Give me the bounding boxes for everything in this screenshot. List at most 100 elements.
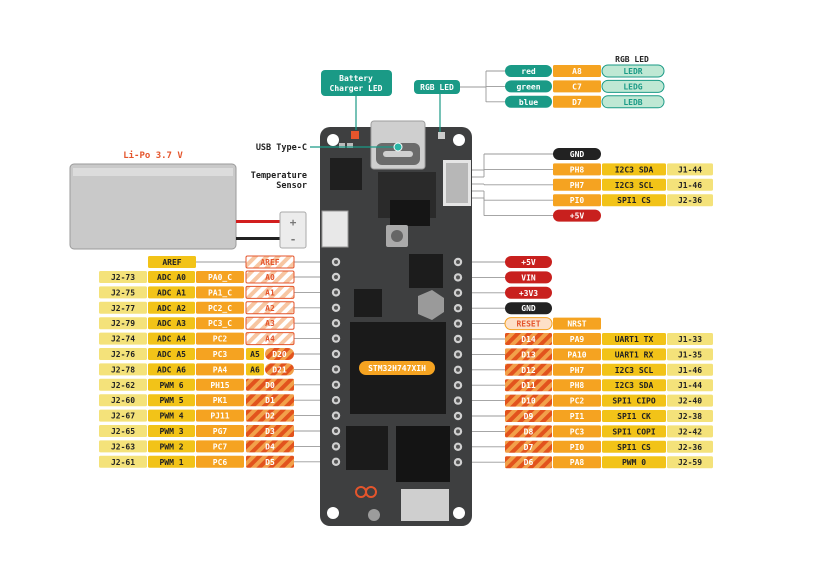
left-pin-2: A2 [245, 301, 295, 315]
right-pin-2-text: D12 [521, 366, 536, 375]
right-pin-3: D11 [505, 379, 552, 392]
battery-charger-led-callout: Battery Charger LED [321, 70, 392, 130]
aref-pin-text: AREF [260, 258, 279, 267]
left-pin-10: D3 [246, 425, 294, 437]
left-pin-11: D4 [246, 440, 294, 453]
left-pin-8-text: D1 [265, 396, 275, 405]
left-func-11: PWM 2 [148, 440, 195, 453]
rgb-color-2-text: blue [519, 98, 538, 107]
right-pin-4: D10 [505, 394, 552, 407]
left-port-7: PH15 [196, 378, 244, 391]
left-conn-5-text: J2-76 [111, 350, 135, 359]
right-conn-4: J2-40 [667, 394, 713, 407]
top-power-0: GND [553, 148, 601, 160]
left-port-10: PG7 [196, 425, 244, 437]
right-port-6: PC3 [553, 425, 601, 438]
top-func-1: I2C3 SDA [602, 163, 666, 176]
left-conn-6-text: J2-78 [111, 365, 135, 374]
right-func-5-text: SPI1 CK [617, 412, 651, 421]
right-conn-6-text: J2-42 [678, 427, 702, 436]
left-port-2-text: PC2_C [208, 304, 232, 313]
rgb-color-0-text: red [521, 67, 536, 76]
left-conn-3-text: J2-79 [111, 319, 135, 328]
rgb-led-2: LEDB [601, 95, 665, 109]
top-func-1-text: I2C3 SDA [615, 165, 654, 174]
rgb-color-2: blue [505, 95, 552, 108]
left-func-5-text: ADC A5 [157, 350, 186, 359]
right-power-2: +3V3 [505, 286, 552, 299]
left-pin-12: D5 [246, 455, 294, 468]
left-func-5: ADC A5 [148, 348, 195, 360]
left-func-8: PWM 5 [148, 394, 195, 407]
left-conn-8-text: J2-60 [111, 396, 135, 405]
right-pin-8-text: D6 [524, 458, 534, 467]
right-conn-5-text: J2-38 [678, 412, 702, 421]
right-conn-4-text: J2-40 [678, 397, 702, 406]
left-port-11: PC7 [196, 440, 244, 453]
left-conn-9: J2-67 [99, 409, 147, 422]
left-conn-0: J2-73 [99, 271, 147, 283]
right-func-4-text: SPI1 CIPO [612, 397, 656, 406]
left-conn-7: J2-62 [99, 378, 147, 391]
left-func-7-text: PWM 6 [159, 381, 183, 390]
left-func-9: PWM 4 [148, 409, 195, 422]
rgb-color-0: red [505, 65, 552, 77]
right-conn-3-text: J1-44 [678, 381, 702, 390]
left-pin-7-text: D0 [265, 381, 275, 390]
top-func-2: I2C3 SCL [602, 178, 666, 191]
right-pin-8: D6 [505, 456, 552, 469]
left-func-8-text: PWM 5 [159, 396, 183, 405]
right-func-3: I2C3 SDA [602, 379, 666, 392]
right-func-2-text: I2C3 SCL [615, 366, 654, 375]
lipo-label: Li-Po 3.7 V [123, 150, 183, 161]
right-port-7-text: PI0 [570, 443, 585, 452]
left-func-12-text: PWM 1 [159, 458, 183, 467]
left-func-0: ADC A0 [148, 271, 195, 283]
left-conn-10: J2-65 [99, 425, 147, 437]
right-power-3: GND [505, 302, 552, 315]
left-port-5: PC3 [196, 348, 244, 360]
right-func-1: UART1 RX [602, 348, 666, 361]
left-pin-3: A3 [245, 316, 295, 330]
rgb-port-1-text: C7 [572, 82, 582, 91]
top-func-2-text: I2C3 SCL [615, 181, 654, 190]
left-port-0-text: PA0_C [208, 273, 232, 282]
left-conn-4: J2-74 [99, 332, 147, 345]
left-pin-7: D0 [246, 378, 294, 391]
reset-port: NRST [553, 317, 601, 330]
right-func-6-text: SPI1 COPI [612, 427, 656, 436]
right-conn-8: J2-59 [667, 456, 713, 469]
right-power-0-text: +5V [521, 258, 536, 267]
left-func-4: ADC A4 [148, 332, 195, 345]
left-pin-1: A1 [245, 285, 295, 299]
left-port-10-text: PG7 [213, 427, 228, 436]
left-func-6-text: ADC A6 [157, 365, 186, 374]
left-conn-8: J2-60 [99, 394, 147, 407]
right-func-8-text: PWM 0 [622, 458, 646, 467]
right-pin-0: D14 [505, 333, 552, 345]
rgb-led-header: RGB LED [615, 55, 649, 64]
left-pin-0-text: A0 [265, 273, 275, 282]
right-conn-1: J1-35 [667, 348, 713, 361]
left-func-0-text: ADC A0 [157, 273, 186, 282]
right-pin-1-text: D13 [521, 350, 536, 359]
right-pin-5-text: D9 [524, 412, 534, 421]
rgb-led-1: LEDG [601, 79, 665, 93]
left-conn-9-text: J2-67 [111, 412, 135, 421]
left-pin-3-text: A3 [265, 319, 275, 328]
right-port-5-text: PI1 [570, 412, 585, 421]
top-port-2: PH7 [553, 178, 601, 191]
right-port-2: PH7 [553, 363, 601, 376]
right-pin-7: D7 [505, 440, 552, 453]
left-pin-6-text: D21 [272, 365, 287, 374]
right-func-0-text: UART1 TX [615, 335, 654, 344]
right-port-3: PH8 [553, 379, 601, 392]
left-func-1-text: ADC A1 [157, 288, 186, 297]
left-port-5-text: PC3 [213, 350, 228, 359]
rgb-port-0: A8 [553, 65, 601, 77]
left-port-4: PC2 [196, 332, 244, 345]
aref-pin: AREF [245, 255, 295, 269]
rgb-port-2: D7 [553, 95, 601, 108]
pin-holes [331, 257, 463, 467]
right-port-8: PA8 [553, 456, 601, 469]
